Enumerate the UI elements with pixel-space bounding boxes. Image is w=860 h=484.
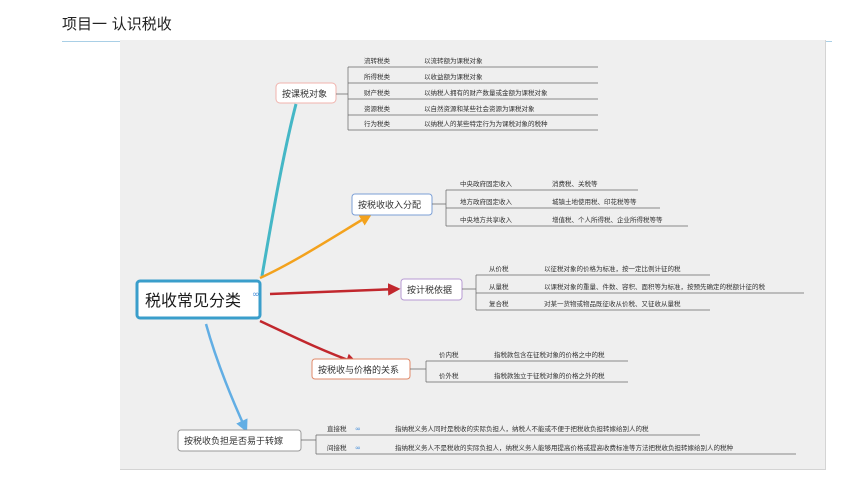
item-name: 中央地方共享收入 [460,215,513,224]
item-name: 中央政府固定收入 [460,179,513,188]
branch-1-bracket [432,190,447,226]
item-desc: 消费税、关税等 [552,179,598,188]
item-name: 资源税类 [364,104,391,113]
connector-branch-3 [259,319,359,366]
branch-0-bracket [336,67,349,130]
branch-2-item-0[interactable]: 从价税 以征税对象的价格为标准，按一定比例计征的税 [476,264,710,276]
branch-label-0: 按课税对象 [282,88,327,100]
branch-1-item-2[interactable]: 中央地方共享收入 增值税、个人所得税、企业所得税等等 [446,215,688,227]
branch-2-bracket [462,275,477,310]
branch-1-item-1[interactable]: 地方政府固定收入 城镇土地使用税、印花税等等 [446,197,660,209]
item-name: 行为税类 [364,119,391,128]
branch-0-item-1[interactable]: 所得税类 以收益额为课税对象 [348,72,598,84]
connector-branch-2 [269,283,401,296]
connector-branch-4 [204,323,248,433]
branch-0-item-0[interactable]: 流转税类 以流转额为课税对象 [348,56,598,68]
branch-4-item-1[interactable]: 间接税 ∞ 指纳税义务人不是税收的实际负担人，纳税义务人能够用提高价格或提高收费… [316,443,796,455]
link-icon: ∞ [355,444,361,452]
item-desc: 指税款包含在征税对象的价格之中的税 [494,350,605,359]
branch-4-item-0[interactable]: 直接税 ∞ 指纳税义务人同时是税收的实际负担人，纳税人不能或不便于把税收负担转嫁… [316,424,700,436]
item-desc: 以课税对象的重量、件数、容积、面积等为标准，按预先确定的税额计征的税 [544,282,766,291]
item-name: 流转税类 [364,56,391,65]
branch-label-3: 按税收与价格的关系 [318,364,399,376]
item-desc: 增值税、个人所得税、企业所得税等等 [552,215,663,224]
connector-branch-0 [260,103,298,277]
link-icon: ∞ [252,290,260,300]
connector-branch-1 [259,213,373,280]
branch-3-item-0[interactable]: 价内税 指税款包含在征税对象的价格之中的税 [426,350,628,362]
item-name: 价内税 [439,350,459,359]
item-name: 价外税 [439,371,459,380]
item-desc: 城镇土地使用税、印花税等等 [552,197,637,206]
branch-node-3[interactable]: 按税收与价格的关系 [311,358,411,380]
branch-node-1[interactable]: 按税收收入分配 [351,193,433,216]
item-name: 从价税 [489,264,509,273]
item-desc: 以收益额为课税对象 [424,72,483,81]
mindmap-svg: 税收常见分类 ∞ 按课税对象 流转税类 以流转额为课税对象 所得税类 以收益额为… [135,56,804,455]
item-desc: 对某一货物或物品既征收从价税、又征收从量税 [544,299,681,308]
item-desc: 以纳税人拥有的财产数量或金额为课税对象 [424,88,548,97]
link-icon: ∞ [355,425,361,433]
branch-3-bracket [410,361,427,382]
item-name: 间接税 [327,443,347,452]
branch-0-item-3[interactable]: 资源税类 以自然资源和某些社会资源为课税对象 [348,104,598,116]
item-name: 直接税 [327,424,347,433]
branch-2-item-1[interactable]: 从量税 以课税对象的重量、件数、容积、面积等为标准，按预先确定的税额计征的税 [476,282,804,294]
branch-1-item-0[interactable]: 中央政府固定收入 消费税、关税等 [446,179,638,191]
item-desc: 以自然资源和某些社会资源为课税对象 [424,104,535,113]
root-node[interactable]: 税收常见分类 ∞ [135,279,262,320]
branch-node-4[interactable]: 按税收负担是否易于转嫁 [177,429,302,452]
branch-0-item-4[interactable]: 行为税类 以纳税人的某些特定行为为课税对象的税种 [348,119,598,131]
branch-label-2: 按计税依据 [407,284,452,296]
item-name: 财产税类 [364,88,391,97]
branch-4-bracket [301,435,317,454]
item-name: 从量税 [489,282,509,291]
item-name: 复合税 [489,299,509,308]
item-desc: 指税款独立于征税对象的价格之外的税 [494,371,605,380]
branch-0-item-2[interactable]: 财产税类 以纳税人拥有的财产数量或金额为课税对象 [348,88,598,100]
root-label: 税收常见分类 [145,291,241,310]
item-desc: 以征税对象的价格为标准，按一定比例计征的税 [544,264,681,273]
branch-node-2[interactable]: 按计税依据 [400,278,463,301]
branch-label-1: 按税收收入分配 [358,199,421,211]
item-name: 地方政府固定收入 [460,197,513,206]
item-desc: 以纳税人的某些特定行为为课税对象的税种 [424,119,548,128]
item-desc: 指纳税义务人同时是税收的实际负担人，纳税人不能或不便于把税收负担转嫁给别人的税 [395,424,649,433]
page-title: 项目一 认识税收 [62,15,172,33]
item-desc: 以流转额为课税对象 [424,56,483,65]
branch-3-item-1[interactable]: 价外税 指税款独立于征税对象的价格之外的税 [426,371,628,383]
item-desc: 指纳税义务人不是税收的实际负担人，纳税义务人能够用提高价格或提高收费标准等方法把… [395,443,734,452]
branch-label-4: 按税收负担是否易于转嫁 [184,435,283,447]
branch-node-0[interactable]: 按课税对象 [275,82,337,104]
mindmap-canvas: 税收常见分类 ∞ 按课税对象 流转税类 以流转额为课税对象 所得税类 以收益额为… [120,40,826,470]
item-name: 所得税类 [364,72,391,81]
branch-2-item-2[interactable]: 复合税 对某一货物或物品既征收从价税、又征收从量税 [476,299,710,311]
